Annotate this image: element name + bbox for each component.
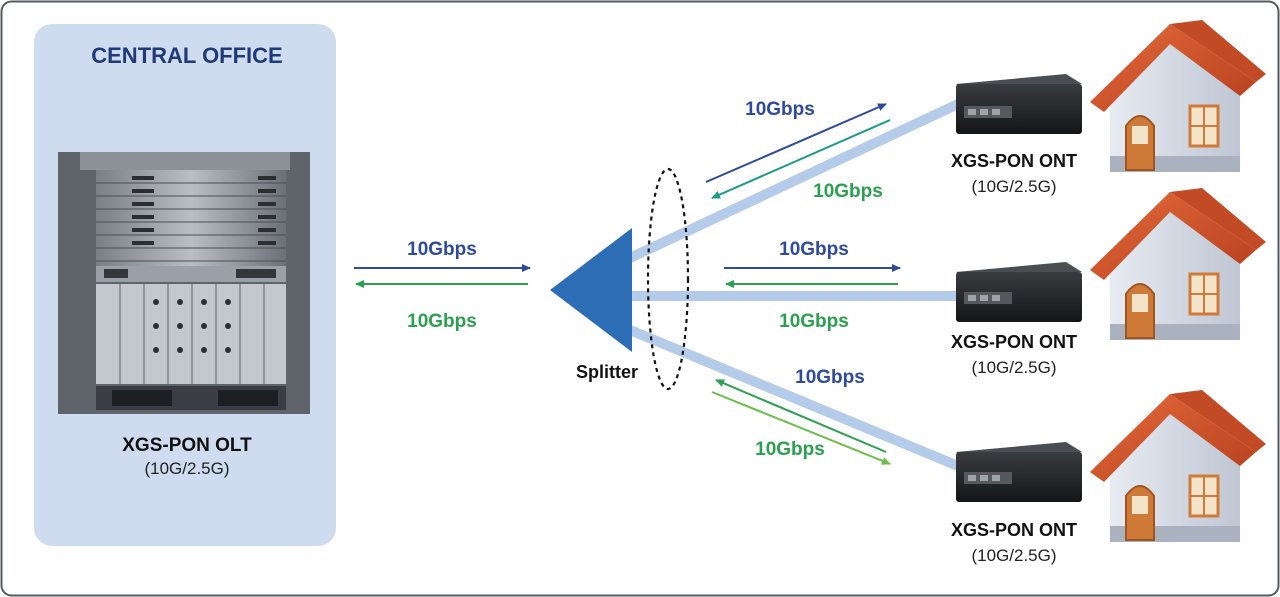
arrow-ont1-up [711, 119, 891, 199]
ont-device-icon [956, 442, 1082, 502]
arrow-ont3-up [715, 379, 887, 453]
ont-2-name: XGS-PON ONT [951, 332, 1077, 352]
ont-2-rate: (10G/2.5G) [971, 358, 1056, 377]
fiber-ont-3 [625, 325, 963, 471]
fiber-ont-1 [625, 99, 963, 263]
ont-device-icon [956, 262, 1082, 322]
arrow-ont3-down [711, 391, 891, 465]
label-feeder-up: 10Gbps [407, 311, 477, 332]
fiber-links [331, 99, 963, 471]
label-ont1-down: 10Gbps [745, 99, 815, 120]
label-ont2-up: 10Gbps [779, 311, 849, 332]
label-ont1-up: 10Gbps [813, 181, 883, 202]
house-icon [1090, 188, 1266, 340]
olt-chassis-icon [58, 152, 310, 414]
arrow-ont1-down [705, 103, 887, 183]
house-icon [1090, 390, 1266, 542]
olt-name: XGS-PON OLT [122, 435, 252, 456]
ont-1-rate: (10G/2.5G) [971, 177, 1056, 196]
central-office-title: CENTRAL OFFICE [91, 43, 282, 68]
house-icon [1090, 20, 1266, 172]
olt-rate: (10G/2.5G) [144, 459, 229, 478]
ont-1-name: XGS-PON ONT [951, 151, 1077, 171]
splitter-icon [550, 228, 632, 352]
label-ont3-up: 10Gbps [755, 439, 825, 460]
label-feeder-down: 10Gbps [407, 239, 477, 260]
label-ont2-down: 10Gbps [779, 239, 849, 260]
ont-3-name: XGS-PON ONT [951, 520, 1077, 540]
ont-device-icon [956, 74, 1082, 134]
splitter-label: Splitter [576, 362, 638, 382]
ont-3-rate: (10G/2.5G) [971, 546, 1056, 565]
label-ont3-down: 10Gbps [795, 367, 865, 388]
splitter-ellipse [646, 167, 690, 391]
